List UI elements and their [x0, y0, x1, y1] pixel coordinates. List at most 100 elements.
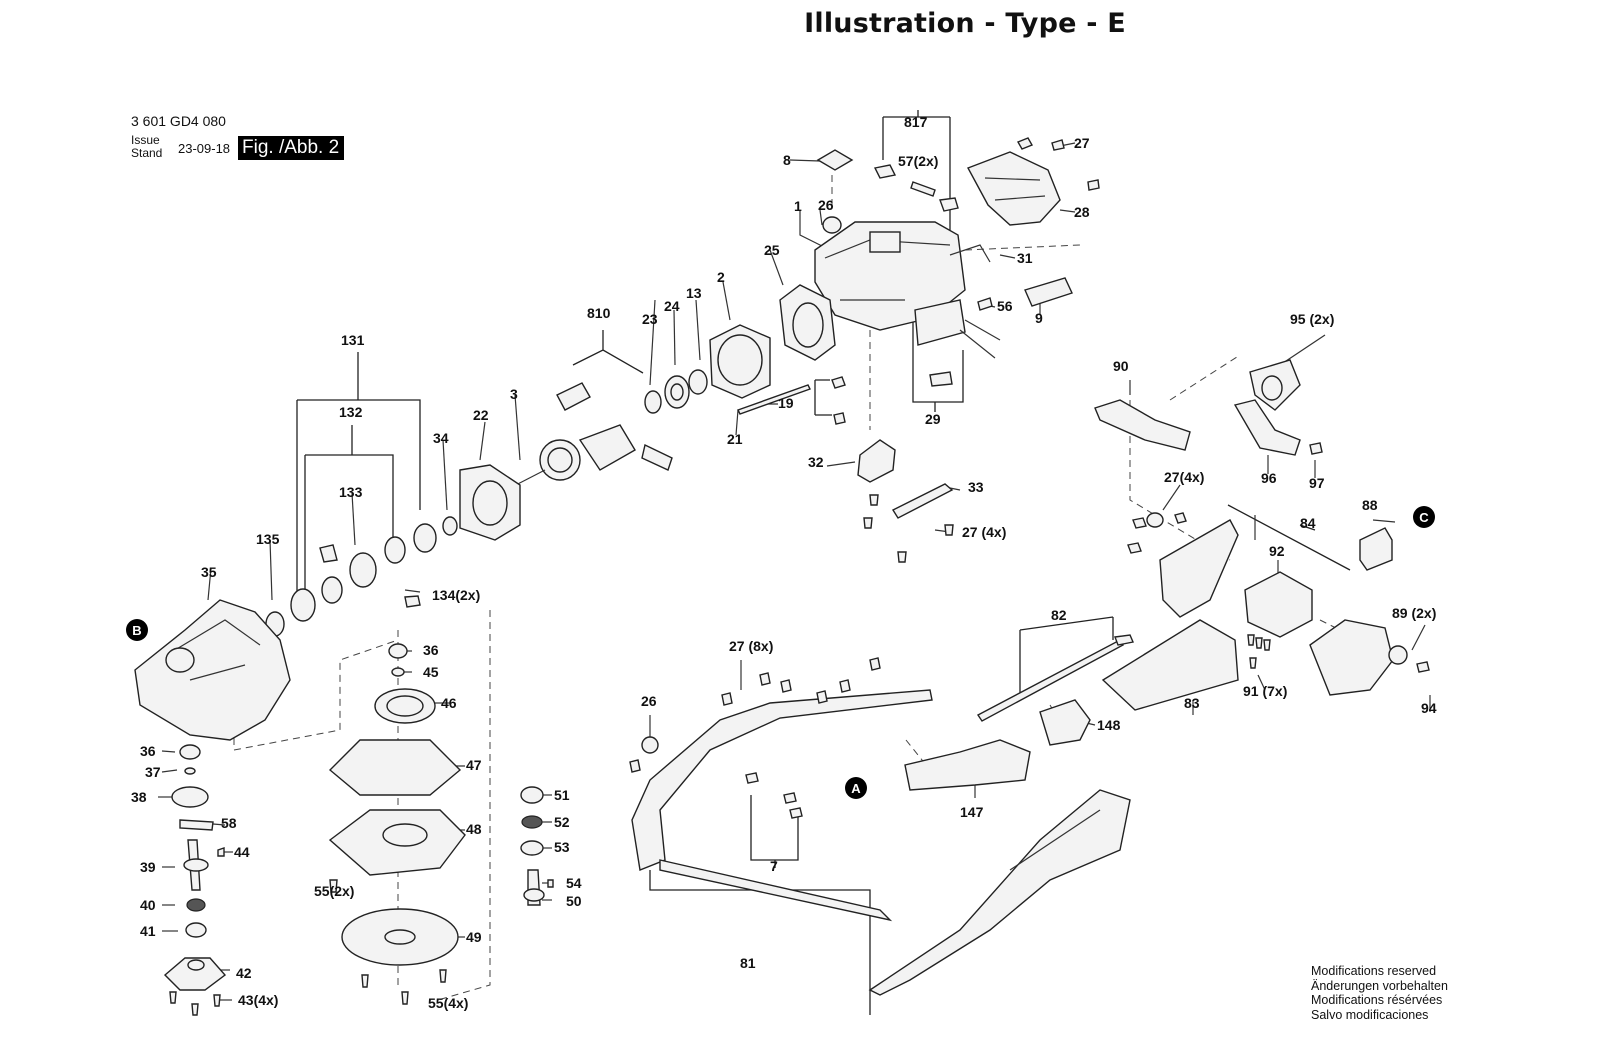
label-52: 52 — [554, 814, 570, 830]
label-82: 82 — [1051, 607, 1067, 623]
label-9: 9 — [1035, 310, 1043, 326]
part-32-bracket — [857, 439, 896, 483]
part-810-brush-a — [556, 382, 591, 411]
modifications-de: Änderungen vorbehalten — [1311, 978, 1448, 993]
part-42-flange — [163, 957, 227, 991]
leader-lines — [158, 142, 1431, 1001]
part-23-washer — [644, 390, 662, 414]
label-27-4x: 27 (4x) — [962, 524, 1006, 540]
part-84-rear-housing — [1159, 519, 1239, 618]
issue-date: 23-09-18 — [178, 141, 231, 156]
part-26-cap-b — [641, 736, 659, 754]
label-46: 46 — [441, 695, 457, 711]
part-132-ring — [290, 588, 316, 622]
label-36-lower: 36 — [140, 743, 156, 759]
part-817-brush-holder-b — [939, 197, 959, 212]
part-134-pin — [404, 595, 421, 608]
marker-a: A — [845, 777, 867, 799]
label-28: 28 — [1074, 204, 1090, 220]
upper-housing-group — [509, 137, 1100, 563]
label-48: 48 — [466, 821, 482, 837]
label-84: 84 — [1300, 515, 1316, 531]
label-35: 35 — [201, 564, 217, 580]
modifications-note: Modifications reserved Änderungen vorbeh… — [1311, 964, 1448, 1022]
part-45-ring — [391, 667, 405, 677]
label-131: 131 — [341, 332, 365, 348]
label-81: 81 — [740, 955, 756, 971]
marker-a-letter: A — [851, 781, 861, 796]
label-97: 97 — [1309, 475, 1325, 491]
label-40: 40 — [140, 897, 156, 913]
label-36: 36 — [423, 642, 439, 658]
label-21: 21 — [727, 431, 743, 447]
label-49: 49 — [466, 929, 482, 945]
label-51: 51 — [554, 787, 570, 803]
label-27: 27 — [1074, 135, 1090, 151]
label-41: 41 — [140, 923, 156, 939]
label-817: 817 — [904, 114, 928, 130]
part-82-rod — [976, 639, 1124, 722]
gear-housing-group — [134, 464, 521, 741]
modifications-es: Salvo modificaciones — [1311, 1007, 1429, 1022]
marker-c-letter: C — [1419, 510, 1429, 525]
screw-icon — [1016, 137, 1100, 191]
part-810-brush-b — [641, 443, 673, 471]
label-58: 58 — [221, 815, 237, 831]
part-89-cap — [1309, 619, 1394, 696]
label-135: 135 — [256, 531, 280, 547]
figure-badge: Fig. /Abb. 2 — [238, 136, 345, 160]
label-83: 83 — [1184, 695, 1200, 711]
label-89: 89 (2x) — [1392, 605, 1436, 621]
label-95: 95 (2x) — [1290, 311, 1334, 327]
label-25: 25 — [764, 242, 780, 258]
part-34-bearing — [442, 516, 458, 536]
label-39: 39 — [140, 859, 156, 875]
label-3: 3 — [510, 386, 518, 402]
part-29-switch — [914, 299, 966, 346]
part-47-gasket — [328, 739, 462, 796]
part-31-clip — [949, 244, 991, 263]
part-36-bearing-top — [388, 643, 408, 659]
part-labels: 817 27 8 57(2x) 28 1 26 31 25 2 56 9 810… — [131, 114, 1437, 1011]
label-37: 37 — [145, 764, 161, 780]
label-19: 19 — [778, 395, 794, 411]
part-28-motor-cover — [967, 151, 1061, 226]
label-88: 88 — [1362, 497, 1378, 513]
label-94: 94 — [1421, 700, 1437, 716]
part-41-bearing — [185, 922, 207, 938]
label-56: 56 — [997, 298, 1013, 314]
part-58-spring — [179, 819, 214, 831]
document-number: 3 601 GD4 080 — [131, 113, 226, 129]
label-43: 43(4x) — [238, 992, 278, 1008]
part-133-gear — [349, 552, 377, 588]
page-title: Illustration - Type - E — [804, 8, 1126, 39]
bottom-gear-stack — [163, 643, 554, 1016]
part-40-ring — [186, 898, 206, 912]
label-91: 91 (7x) — [1243, 683, 1287, 699]
part-54-key — [547, 879, 554, 888]
part-148-seal — [1039, 699, 1091, 746]
label-147: 147 — [960, 804, 984, 820]
label-810: 810 — [587, 305, 611, 321]
label-54: 54 — [566, 875, 582, 891]
part-97-screw — [1309, 442, 1323, 455]
label-44: 44 — [234, 844, 250, 860]
label-33: 33 — [968, 479, 984, 495]
label-29: 29 — [925, 411, 941, 427]
label-47: 47 — [466, 757, 482, 773]
part-35-gearbox — [134, 599, 291, 741]
part-81-front-handle — [631, 689, 933, 871]
label-26: 26 — [818, 197, 834, 213]
part-56-screw — [977, 297, 993, 311]
label-45: 45 — [423, 664, 439, 680]
label-148: 148 — [1097, 717, 1121, 733]
marker-c: C — [1413, 506, 1435, 528]
label-32: 32 — [808, 454, 824, 470]
marker-b-letter: B — [132, 623, 141, 638]
label-90: 90 — [1113, 358, 1129, 374]
part-26-cap — [822, 216, 842, 234]
part-96-latch — [1233, 399, 1301, 456]
part-21-rod — [737, 384, 811, 415]
part-9-plate — [1024, 277, 1073, 307]
label-27-8x: 27 (8x) — [729, 638, 773, 654]
